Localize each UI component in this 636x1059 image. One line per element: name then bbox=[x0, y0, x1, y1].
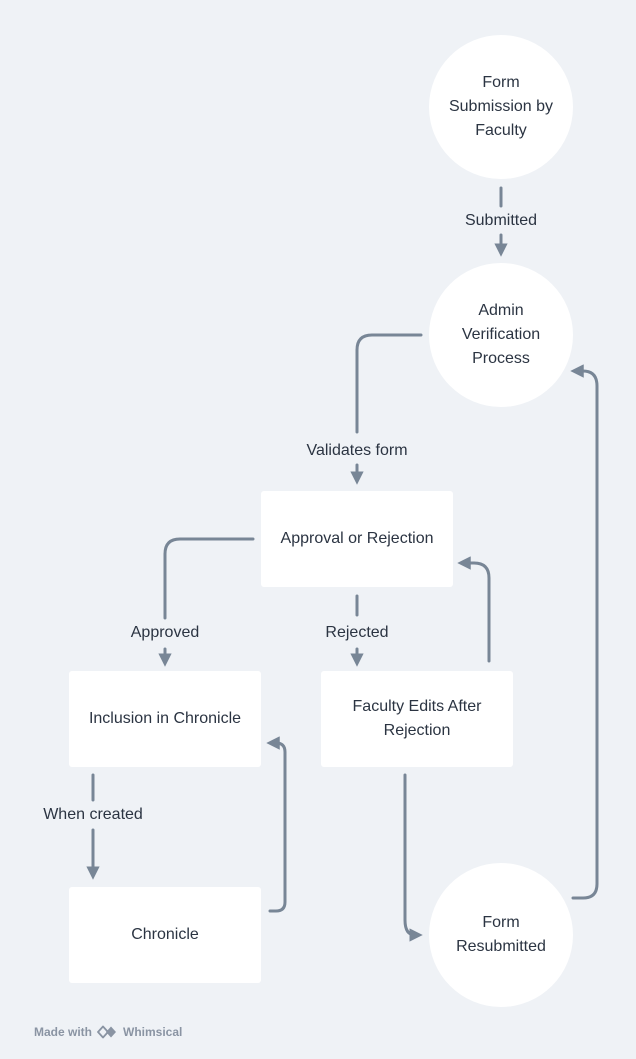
edge-edits-to-approval bbox=[457, 556, 491, 663]
whimsical-brand-label: Whimsical bbox=[123, 1025, 183, 1039]
node-faculty-edits-label: Faculty Edits After Rejection bbox=[352, 698, 482, 739]
whimsical-logo-icon bbox=[97, 1025, 117, 1039]
node-approval-rejection[interactable]: Approval or Rejection bbox=[261, 491, 453, 587]
edge-resubmitted-to-admin bbox=[570, 364, 599, 900]
edge-edits-to-resubmitted bbox=[403, 773, 423, 942]
made-with-label: Made with bbox=[34, 1025, 93, 1039]
edge-label-approved: Approved bbox=[130, 624, 200, 641]
edge-chronicle-to-inclusion bbox=[266, 736, 287, 913]
node-inclusion-chronicle-label: Inclusion in Chronicle bbox=[88, 710, 242, 727]
edge-label-rejected: Rejected bbox=[325, 624, 389, 641]
node-form-submission[interactable]: Form Submission by Faculty bbox=[429, 35, 573, 179]
node-faculty-edits[interactable]: Faculty Edits After Rejection bbox=[321, 671, 513, 767]
node-admin-verification[interactable]: Admin Verification Process bbox=[429, 263, 573, 407]
node-form-resubmitted-label: Form Resubmitted bbox=[456, 914, 546, 955]
edge-label-submitted: Submitted bbox=[464, 212, 538, 229]
node-inclusion-chronicle[interactable]: Inclusion in Chronicle bbox=[69, 671, 261, 767]
node-admin-verification-label: Admin Verification Process bbox=[461, 302, 541, 367]
edge-label-when-created: When created bbox=[43, 806, 143, 823]
edge-validates-form-line bbox=[355, 333, 423, 434]
node-form-submission-label: Form Submission by Faculty bbox=[448, 74, 554, 139]
node-chronicle[interactable]: Chronicle bbox=[69, 887, 261, 983]
edge-approved-line bbox=[163, 537, 255, 620]
node-approval-rejection-label: Approval or Rejection bbox=[280, 530, 434, 547]
node-form-resubmitted[interactable]: Form Resubmitted bbox=[429, 863, 573, 1007]
edge-label-validates-form: Validates form bbox=[306, 442, 408, 459]
made-with-whimsical-footer[interactable]: Made with Whimsical bbox=[34, 1025, 182, 1039]
node-chronicle-label: Chronicle bbox=[131, 926, 199, 943]
